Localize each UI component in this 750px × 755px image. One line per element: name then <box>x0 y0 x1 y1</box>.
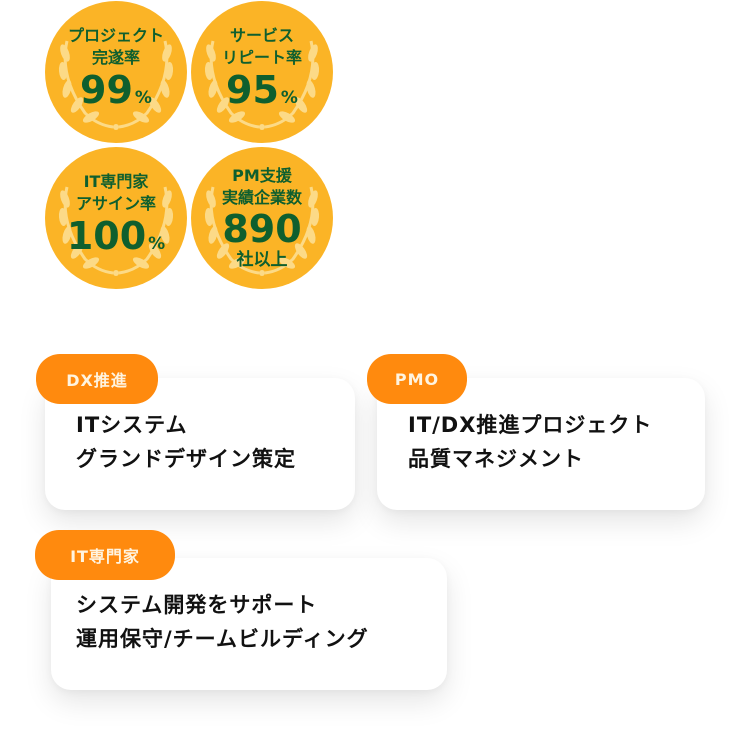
medal-label-line1: IT専門家 <box>83 172 149 191</box>
card-line2: グランドデザイン策定 <box>76 447 296 471</box>
medal-value: 890 <box>222 207 302 251</box>
medal-100: IT専門家 アサイン率 100% <box>45 147 187 289</box>
medal-suffix: 社以上 <box>236 250 288 270</box>
laurel-wreath-icon <box>58 186 174 276</box>
medal-label-line2: アサイン率 <box>75 194 156 213</box>
medal-value: 99% <box>80 68 152 112</box>
card-line1: システム開発をサポート <box>76 593 318 617</box>
card-line2: 品質マネジメント <box>408 447 584 471</box>
card-body: ITシステム グランドデザイン策定 <box>76 408 296 476</box>
medal-label-line1: PM支援 <box>232 166 292 185</box>
card-line2: 運用保守/チームビルディング <box>76 627 369 651</box>
tag-dx: DX推進 <box>36 354 158 404</box>
laurel-wreath-icon <box>58 40 174 130</box>
medal-95: サービス リピート率 95% <box>191 1 333 143</box>
tag-pmo: PMO <box>367 354 467 404</box>
medal-value: 95% <box>226 68 298 112</box>
medal-99: プロジェクト 完遂率 99% <box>45 1 187 143</box>
medal-label-line2: 完遂率 <box>91 48 140 67</box>
medal-value: 100% <box>66 214 166 258</box>
laurel-wreath-icon <box>204 186 320 276</box>
card-line1: ITシステム <box>76 413 188 437</box>
medal-label-line2: 実績企業数 <box>221 188 302 207</box>
card-body: システム開発をサポート 運用保守/チームビルディング <box>76 588 369 656</box>
laurel-wreath-icon <box>204 40 320 130</box>
card-line1: IT/DX推進プロジェクト <box>408 413 653 437</box>
medal-label-line2: リピート率 <box>221 48 302 67</box>
medal-label-line1: プロジェクト <box>67 26 164 45</box>
service-card-it-expert: システム開発をサポート 運用保守/チームビルディング <box>51 558 447 690</box>
medal-890: PM支援 実績企業数 890 社以上 <box>191 147 333 289</box>
tag-it-expert: IT専門家 <box>35 530 175 580</box>
card-body: IT/DX推進プロジェクト 品質マネジメント <box>408 408 652 476</box>
medal-label-line1: サービス <box>229 26 294 45</box>
